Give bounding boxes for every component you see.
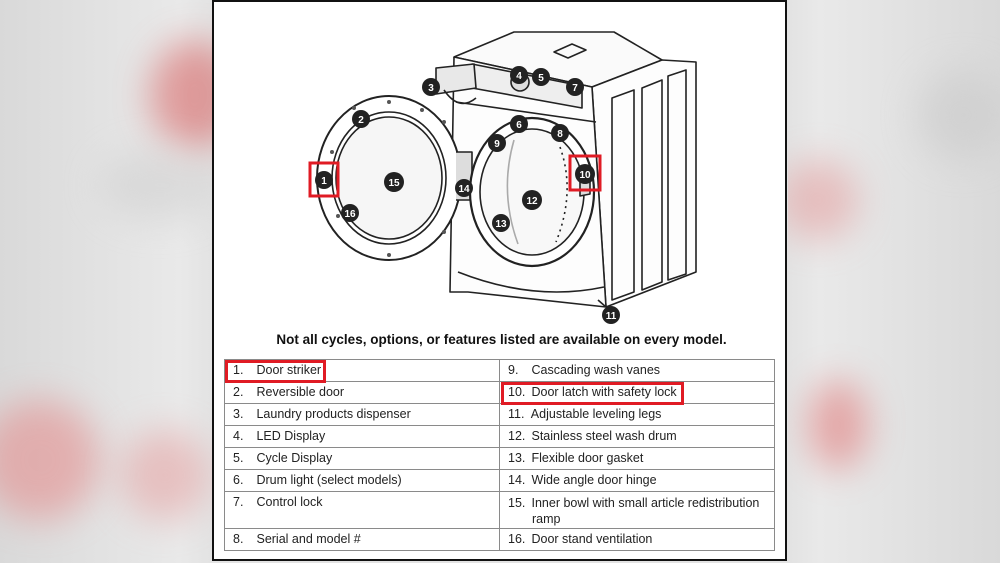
callout-6: 6 <box>516 120 522 131</box>
part-cell-left: 4. LED Display <box>224 425 500 448</box>
part-number: 14. <box>508 473 526 487</box>
callout-8: 8 <box>557 129 563 140</box>
part-cell-right: 9. Cascading wash vanes <box>499 359 775 382</box>
part-number: 10. <box>508 385 526 399</box>
part-label: Reversible door <box>256 385 345 399</box>
part-label: Control lock <box>256 495 323 509</box>
part-label: Laundry products dispenser <box>256 407 411 421</box>
part-number: 8. <box>233 532 244 546</box>
callout-16: 16 <box>344 209 356 220</box>
highlight-callout-1 <box>308 161 340 198</box>
table-row: 8. Serial and model #16. Door stand vent… <box>224 528 775 551</box>
part-number: 6. <box>233 473 244 487</box>
part-cell-right: 15. Inner bowl with small article redist… <box>499 491 775 529</box>
part-label: Serial and model # <box>256 532 361 546</box>
callout-15: 15 <box>388 178 400 189</box>
callout-14: 14 <box>458 184 470 195</box>
part-cell-left: 2. Reversible door <box>224 381 500 404</box>
part-number: 1. <box>233 363 244 377</box>
washer-diagram: 1 2 3 4 5 6 7 8 9 10 11 12 13 14 15 16 <box>308 31 697 324</box>
callout-12: 12 <box>526 196 538 207</box>
part-cell-left: 3. Laundry products dispenser <box>224 403 500 426</box>
callout-13: 13 <box>495 219 507 230</box>
part-cell-right: 10. Door latch with safety lock <box>499 381 775 404</box>
callout-badges: 1 2 3 4 5 6 7 8 9 10 11 12 13 14 15 16 <box>315 66 620 324</box>
part-label: Wide angle door hinge <box>531 473 657 487</box>
part-number: 4. <box>233 429 244 443</box>
availability-note: Not all cycles, options, or features lis… <box>276 332 727 347</box>
callout-10: 10 <box>579 170 591 181</box>
part-cell-right: 12. Stainless steel wash drum <box>499 425 775 448</box>
table-row: 6. Drum light (select models)14. Wide an… <box>224 469 775 492</box>
part-cell-left: 7. Control lock <box>224 491 500 529</box>
callout-2: 2 <box>358 115 364 126</box>
callout-4: 4 <box>516 71 522 82</box>
part-cell-right: 11. Adjustable leveling legs <box>499 403 775 426</box>
part-label: Flexible door gasket <box>531 451 644 465</box>
part-cell-right: 13. Flexible door gasket <box>499 447 775 470</box>
part-number: 9. <box>508 363 519 377</box>
part-label: Door latch with safety lock <box>531 385 677 399</box>
part-label: Inner bowl with small article redistribu… <box>531 496 760 510</box>
part-number: 12. <box>508 429 526 443</box>
part-number: 3. <box>233 407 244 421</box>
part-label: Door stand ventilation <box>531 532 653 546</box>
part-label: Drum light (select models) <box>256 473 402 487</box>
part-number: 13. <box>508 451 526 465</box>
part-cell-left: 5. Cycle Display <box>224 447 500 470</box>
part-cell-right: 16. Door stand ventilation <box>499 528 775 551</box>
part-number: 11. <box>508 407 525 421</box>
part-label: LED Display <box>256 429 326 443</box>
callout-1: 1 <box>321 176 327 187</box>
part-cell-left: 8. Serial and model # <box>224 528 500 551</box>
background-blur-left <box>0 0 212 563</box>
part-number: 7. <box>233 495 244 509</box>
part-number: 5. <box>233 451 244 465</box>
part-label: Door striker <box>256 363 322 377</box>
part-number: 2. <box>233 385 244 399</box>
callout-5: 5 <box>538 73 544 84</box>
part-cell-left: 1. Door striker <box>224 359 500 382</box>
callout-3: 3 <box>428 83 434 94</box>
background-blur-right <box>788 0 1000 563</box>
part-label: Adjustable leveling legs <box>530 407 662 421</box>
part-label: Stainless steel wash drum <box>531 429 677 443</box>
callout-9: 9 <box>494 139 500 150</box>
callout-7: 7 <box>572 83 578 94</box>
highlight-callout-10 <box>568 154 602 192</box>
part-label-continued: ramp <box>532 512 561 526</box>
part-number: 16. <box>508 532 526 546</box>
manual-page: 1 2 3 4 5 6 7 8 9 10 11 12 13 14 15 16 N… <box>212 0 787 561</box>
part-label: Cascading wash vanes <box>531 363 661 377</box>
part-cell-left: 6. Drum light (select models) <box>224 469 500 492</box>
part-cell-right: 14. Wide angle door hinge <box>499 469 775 492</box>
part-number: 15. <box>508 496 526 510</box>
callout-11: 11 <box>606 311 617 322</box>
part-label: Cycle Display <box>256 451 333 465</box>
